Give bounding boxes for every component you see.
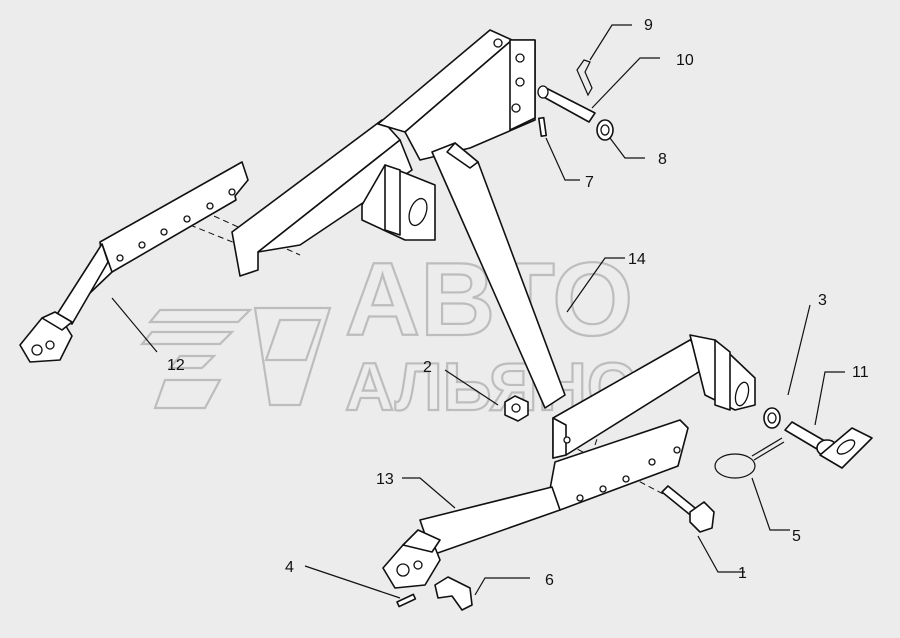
callout-5: 5 [792, 528, 801, 545]
spring-clip-part-9 [576, 59, 593, 97]
bolt-part-1 [661, 485, 715, 533]
callout-6: 6 [545, 572, 554, 589]
lower-link-part-13 [382, 419, 689, 589]
callout-13: 13 [376, 471, 394, 488]
callout-7: 7 [585, 174, 594, 191]
pin-part-7 [537, 116, 548, 137]
nut-part-2 [504, 395, 529, 422]
watermark-emblem [139, 306, 332, 410]
callout-8: 8 [658, 151, 667, 168]
pin-part-4 [396, 593, 417, 608]
washer-part-8 [596, 119, 614, 141]
pin-part-11 [784, 421, 873, 469]
callout-10: 10 [676, 52, 694, 69]
callout-1: 1 [738, 565, 747, 582]
callout-2: 2 [423, 359, 432, 376]
callout-9: 9 [644, 17, 653, 34]
callout-4: 4 [285, 559, 294, 576]
callout-14: 14 [628, 251, 646, 268]
ring-pin-part-5 [714, 437, 785, 479]
callout-12: 12 [167, 357, 185, 374]
pin-part-10 [537, 85, 596, 123]
washer-part-3 [763, 407, 781, 429]
callout-11: 11 [852, 364, 869, 381]
lower-link-part-12 [19, 161, 249, 363]
main-frame-part-14 [231, 29, 756, 459]
leader-lines [111, 24, 845, 599]
cap-part-6 [434, 576, 473, 611]
callout-3: 3 [818, 292, 827, 309]
callout-labels: 1 2 3 4 5 6 7 8 9 10 11 12 13 14 [167, 17, 869, 589]
